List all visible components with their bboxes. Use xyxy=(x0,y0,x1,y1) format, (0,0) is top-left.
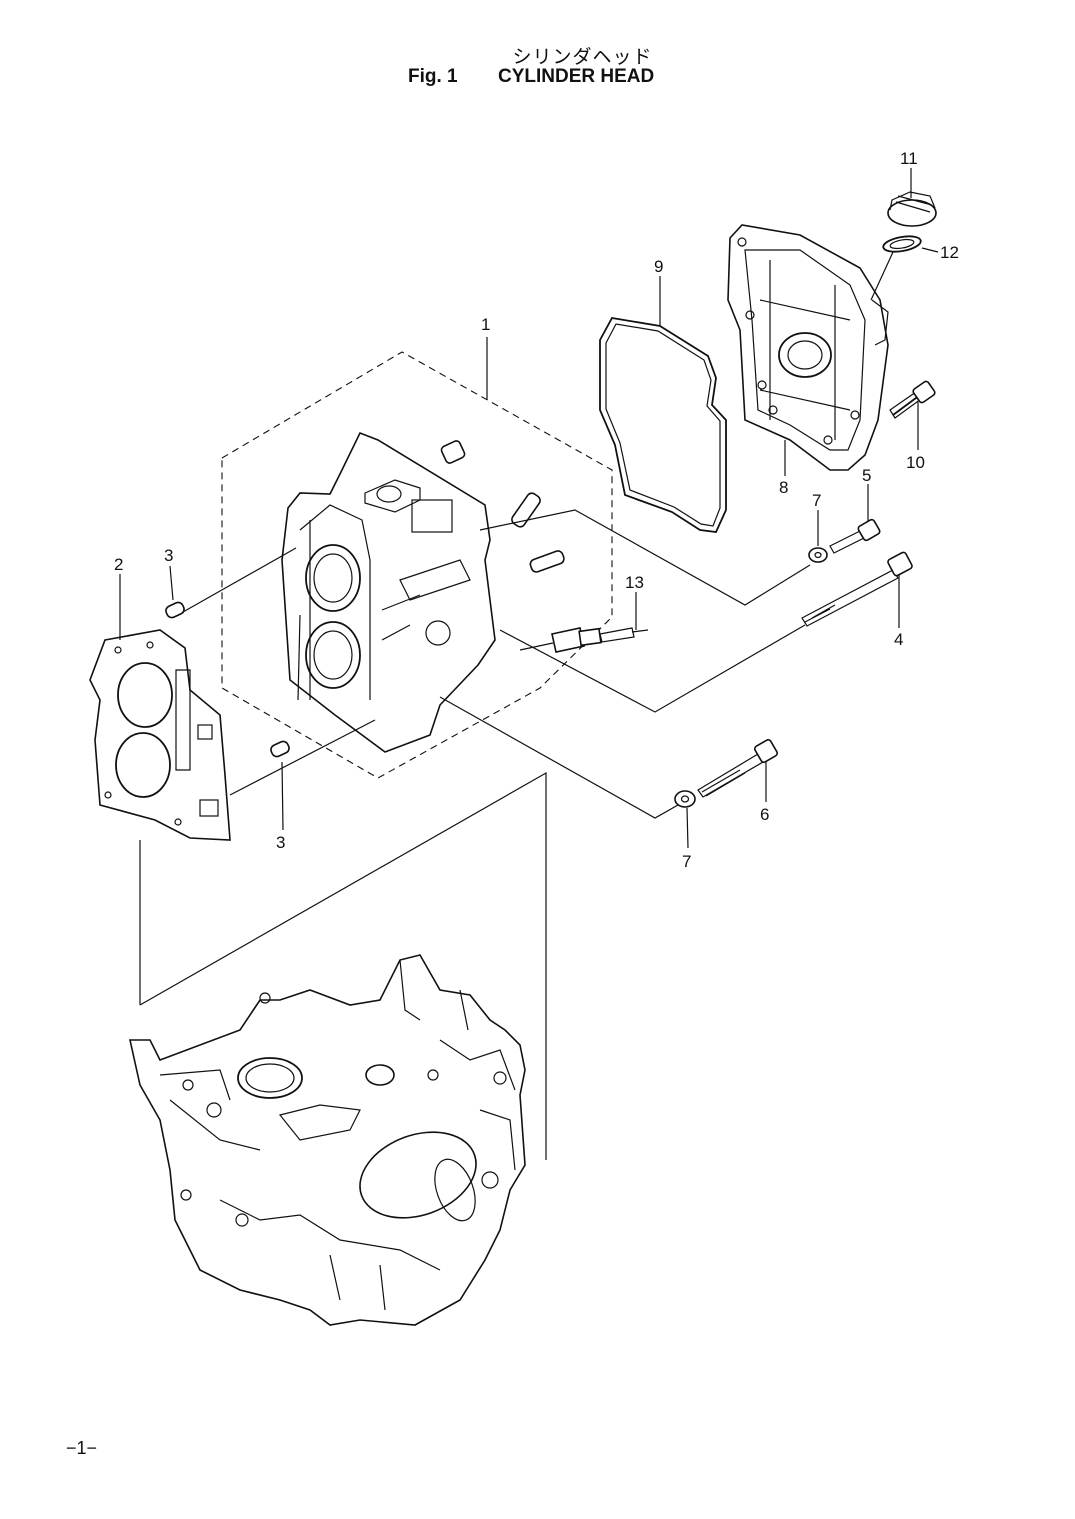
cylinder-head-part xyxy=(281,431,496,753)
callout-5: 5 xyxy=(862,466,871,485)
dowel-pin-upper-part xyxy=(165,601,185,619)
callout-1: 1 xyxy=(481,315,490,334)
head-cover-part xyxy=(727,224,889,471)
spark-plug-part xyxy=(551,627,649,653)
title-english: CYLINDER HEAD xyxy=(498,66,655,87)
figure-label: Fig. 1 xyxy=(408,66,458,87)
callout-9: 9 xyxy=(654,257,663,276)
assembly-boundary-1 xyxy=(221,351,613,779)
dowel-pin-lower-part xyxy=(270,740,290,758)
title-japanese: シリンダヘッド xyxy=(512,46,653,68)
page-number: −1− xyxy=(66,1438,98,1458)
callout-2: 2 xyxy=(114,555,123,574)
crankcase-part xyxy=(129,954,526,1326)
washer-upper-part xyxy=(808,547,828,563)
callout-10: 10 xyxy=(906,453,925,472)
callout-3-lower: 3 xyxy=(276,833,285,852)
bolt-6-part xyxy=(697,739,778,798)
callout-6: 6 xyxy=(760,805,769,824)
long-bolt-4-part xyxy=(801,551,913,627)
o-ring-part xyxy=(882,235,922,253)
bolt-5-part xyxy=(829,518,881,554)
callout-7-lower: 7 xyxy=(682,852,691,871)
chain-line-crankcase xyxy=(139,771,547,1160)
callout-12: 12 xyxy=(940,243,959,262)
callout-13: 13 xyxy=(625,573,644,592)
callout-7-upper: 7 xyxy=(812,491,821,510)
callout-3-upper: 3 xyxy=(164,546,173,565)
bolt-10-part xyxy=(889,380,936,419)
callout-8: 8 xyxy=(779,478,788,497)
head-gasket-part xyxy=(89,629,231,841)
callout-11: 11 xyxy=(900,149,918,168)
cover-gasket-part xyxy=(599,317,727,533)
oil-filler-cap-part xyxy=(887,191,937,227)
washer-lower-part xyxy=(674,790,696,808)
callout-4: 4 xyxy=(894,630,903,649)
